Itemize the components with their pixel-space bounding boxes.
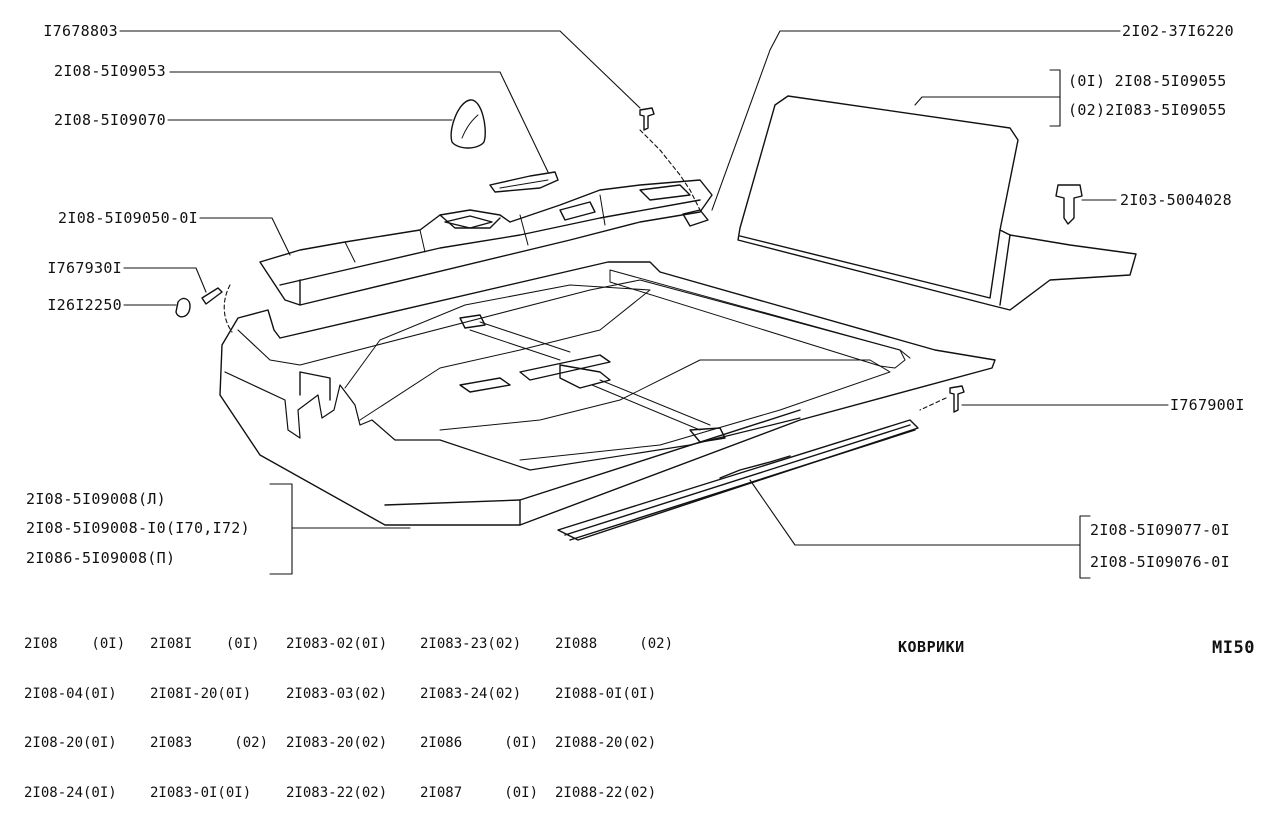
main-floor-mat	[219, 261, 996, 526]
applicability-column-3: 2I083-02(0I) 2I083-03(02) 2I083-20(02) 2…	[286, 603, 387, 834]
nut-top	[682, 209, 709, 227]
table-cell: 2I083-24(02)	[420, 685, 522, 702]
callout-grommet-left: I26I2250	[47, 296, 122, 314]
callout-rear-mat-01: (0I) 2I08-5I09055	[1068, 72, 1227, 90]
table-cell: 2I083-03(02)	[286, 685, 388, 702]
sill-strip	[557, 419, 919, 541]
exploded-view-drawing	[119, 30, 1169, 579]
push-pin	[1055, 184, 1083, 225]
callout-floor-mat-right: 2I086-5I09008(П)	[26, 549, 176, 567]
callout-sill-strip-a: 2I08-5I09077-0I	[1090, 521, 1230, 539]
section-title: КОВРИКИ	[898, 638, 965, 656]
callout-nut-top: 2I02-37I6220	[1122, 22, 1234, 40]
callout-floor-mat-left: 2I08-5I09008(Л)	[26, 490, 166, 508]
callout-screw-top: I7678803	[43, 22, 118, 40]
callout-screw-right: I767900I	[1170, 396, 1245, 414]
grommet-left	[175, 297, 191, 318]
callout-teardrop: 2I08-5I09070	[54, 111, 166, 129]
page-code: MI50	[1212, 638, 1255, 658]
callout-floor-mat-variant: 2I08-5I09008-I0(I70,I72)	[26, 519, 250, 537]
screw-left	[201, 287, 223, 305]
callout-tunnel-cover: 2I08-5I09050-0I	[58, 209, 198, 227]
table-cell: 2I08-04(0I)	[24, 685, 117, 702]
parts-diagram-sheet: I7678803 2I08-5I09053 2I08-5I09070 2I08-…	[24, 22, 1255, 801]
table-cell: 2I08-24(0I)	[24, 784, 117, 801]
table-cell: 2I08I-20(0I)	[150, 685, 252, 702]
callout-push-pin: 2I03-5004028	[1120, 191, 1232, 209]
tunnel-cover-piece	[259, 179, 713, 306]
table-cell: 2I083-22(02)	[286, 784, 388, 801]
callout-clip: 2I08-5I09053	[54, 62, 166, 80]
screw-top	[639, 107, 655, 131]
callout-sill-strip-b: 2I08-5I09076-0I	[1090, 553, 1230, 571]
table-cell: 2I087 (0I)	[420, 784, 539, 801]
applicability-column-1: 2I08 (0I) 2I08-04(0I) 2I08-20(0I) 2I08-2…	[24, 603, 125, 834]
table-cell: 2I083-23(02)	[420, 636, 522, 652]
table-cell: 2I083-20(02)	[286, 735, 388, 751]
table-cell: 2I086 (0I)	[420, 735, 539, 751]
table-cell: 2I08-20(0I)	[24, 735, 117, 751]
table-cell: 2I088 (02)	[555, 636, 674, 652]
callout-rear-mat-02: (02)2I083-5I09055	[1068, 101, 1227, 119]
rear-mat	[737, 95, 1137, 311]
table-cell: 2I088-22(02)	[555, 784, 657, 801]
applicability-column-4: 2I083-23(02) 2I083-24(02) 2I086 (0I) 2I0…	[420, 603, 538, 834]
leader-lines	[119, 30, 1169, 579]
applicability-column-5: 2I088 (02) 2I088-0I(0I) 2I088-20(02) 2I0…	[555, 603, 673, 834]
clip-part	[489, 171, 559, 193]
table-cell: 2I083-02(0I)	[286, 636, 388, 652]
applicability-column-2: 2I08I (0I) 2I08I-20(0I) 2I083 (02) 2I083…	[150, 603, 268, 834]
screw-right	[949, 385, 965, 413]
table-cell: 2I083 (02)	[150, 735, 269, 751]
table-cell: 2I088-0I(0I)	[555, 685, 657, 702]
table-cell: 2I08 (0I)	[24, 636, 126, 652]
table-cell: 2I08I (0I)	[150, 636, 260, 652]
table-cell: 2I088-20(02)	[555, 735, 657, 751]
table-cell: 2I083-0I(0I)	[150, 784, 252, 801]
callout-screw-left: I767930I	[47, 259, 122, 277]
teardrop-plug	[450, 99, 486, 149]
